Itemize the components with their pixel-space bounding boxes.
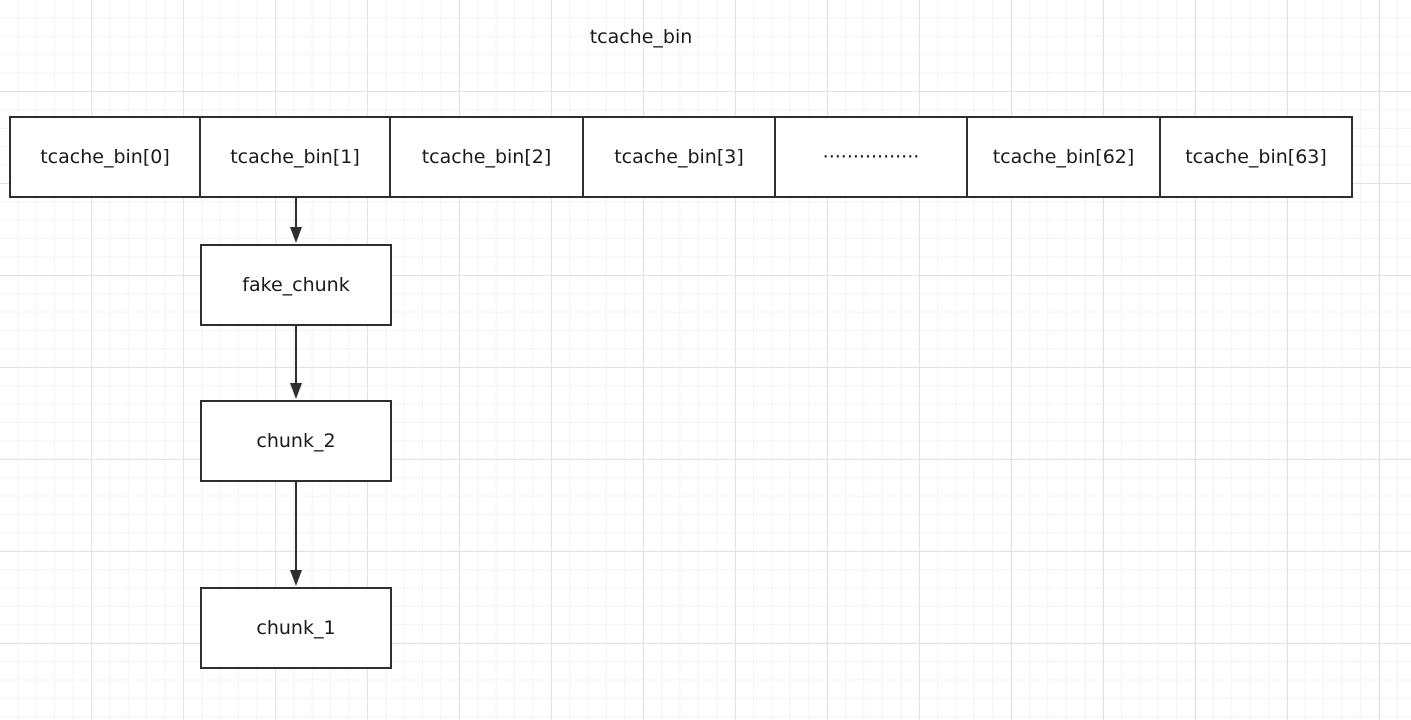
- bin-cell-0: tcache_bin[0]: [9, 116, 201, 198]
- tcache-bin-array: tcache_bin[0] tcache_bin[1] tcache_bin[2…: [9, 116, 1353, 198]
- fake-chunk-node: fake_chunk: [200, 244, 392, 326]
- diagram-title: tcache_bin: [589, 26, 693, 48]
- arrow-bin1-to-fake-chunk: [290, 198, 302, 243]
- bin-cell-62: tcache_bin[62]: [966, 116, 1161, 198]
- bin-cell-63: tcache_bin[63]: [1159, 116, 1353, 198]
- arrow-fake-chunk-to-chunk-2: [290, 326, 302, 399]
- bin-cell-1: tcache_bin[1]: [199, 116, 391, 198]
- bin-cell-3: tcache_bin[3]: [582, 116, 776, 198]
- bin-cell-ellipsis: ················: [774, 116, 968, 198]
- chunk-1-node: chunk_1: [200, 587, 392, 669]
- bin-cell-2: tcache_bin[2]: [389, 116, 584, 198]
- arrow-chunk-2-to-chunk-1: [290, 482, 302, 586]
- chunk-2-node: chunk_2: [200, 400, 392, 482]
